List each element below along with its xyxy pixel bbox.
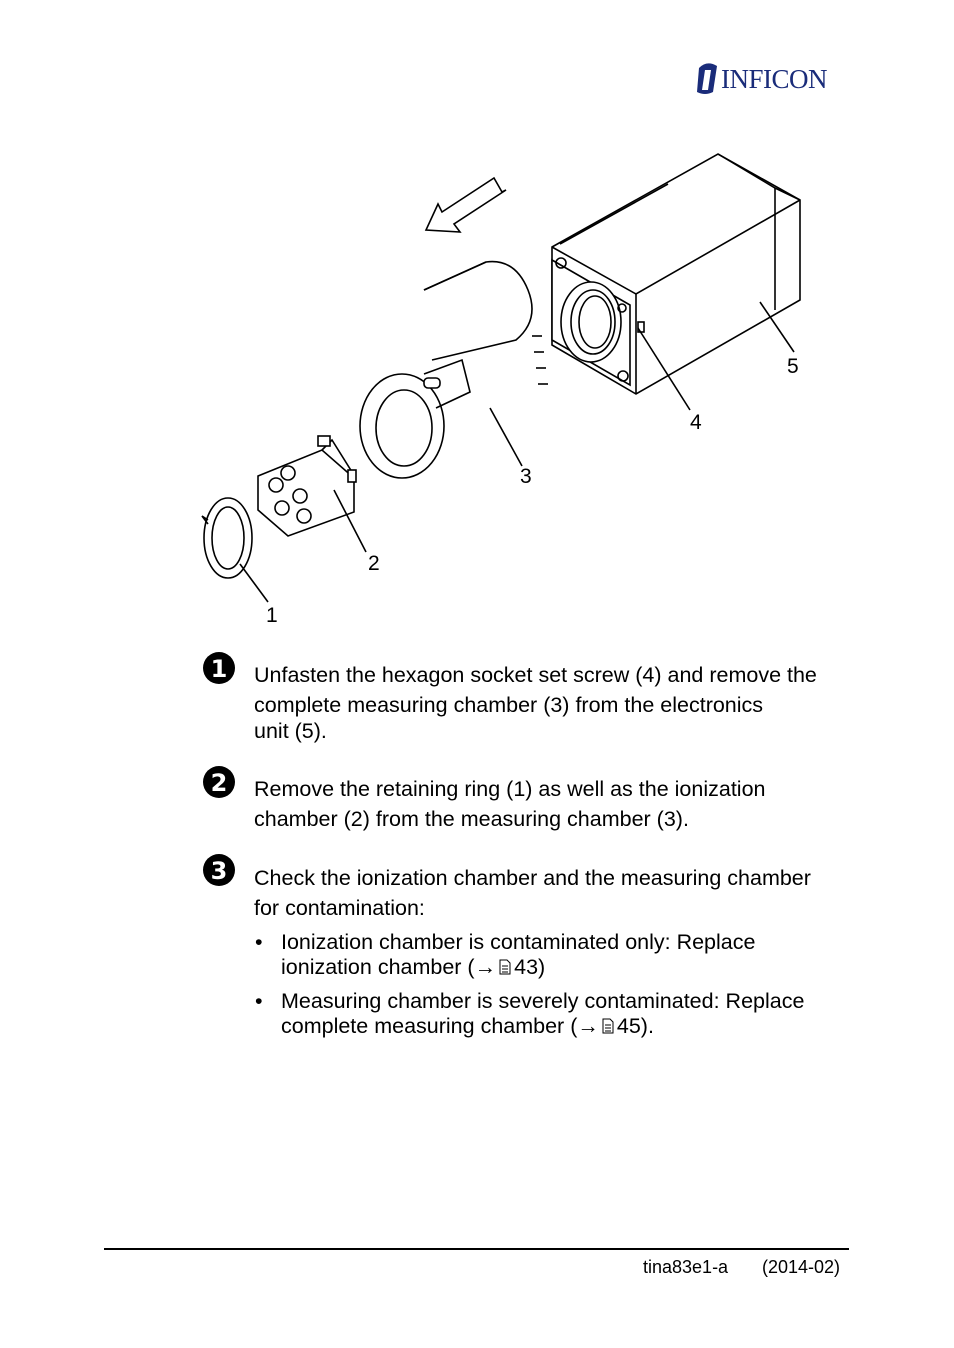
step-1-number-icon: 1 xyxy=(203,652,235,684)
svg-text:3: 3 xyxy=(211,857,228,885)
svg-text:1: 1 xyxy=(211,655,228,683)
bullet-icon: • xyxy=(255,930,263,954)
callout-1: 1 xyxy=(266,604,278,627)
callout-2: 2 xyxy=(368,552,380,575)
step-3-number-icon: 3 xyxy=(203,854,235,886)
footer-document-id: tina83e1-a xyxy=(643,1257,729,1277)
measuring-chamber-drawing xyxy=(359,260,548,479)
page-icon xyxy=(499,959,511,975)
logo-mark-icon xyxy=(697,63,717,94)
step-3-text: Check the ionization chamber and the mea… xyxy=(254,866,811,920)
callout-5: 5 xyxy=(787,355,799,378)
footer-divider xyxy=(104,1248,849,1250)
page-reference[interactable]: ionization chamber (→43) xyxy=(281,955,546,979)
step-2-text: Remove the retaining ring (1) as well as… xyxy=(254,777,766,831)
gauge-exploded-drawing xyxy=(201,153,801,603)
footer-date: (2014-02) xyxy=(762,1257,841,1277)
bullet-icon: • xyxy=(255,989,263,1013)
page-reference[interactable]: complete measuring chamber (→45). xyxy=(281,1014,654,1038)
svg-text:2: 2 xyxy=(211,769,228,797)
direction-arrow xyxy=(424,176,507,233)
logo-text: INFICON xyxy=(721,64,828,94)
callout-4: 4 xyxy=(690,411,702,434)
step-2-number-icon: 2 xyxy=(203,766,235,798)
electronics-unit-drawing xyxy=(551,153,801,395)
retaining-ring-drawing xyxy=(201,497,253,579)
exploded-view-figure: 1 2 3 4 5 xyxy=(180,140,820,640)
callout-3: 3 xyxy=(520,465,532,488)
step-1-text: Unfasten the hexagon socket set screw (4… xyxy=(254,663,817,743)
page-icon xyxy=(602,1018,614,1034)
ionization-chamber-drawing xyxy=(257,435,357,537)
inficon-logo: INFICON xyxy=(693,62,849,96)
